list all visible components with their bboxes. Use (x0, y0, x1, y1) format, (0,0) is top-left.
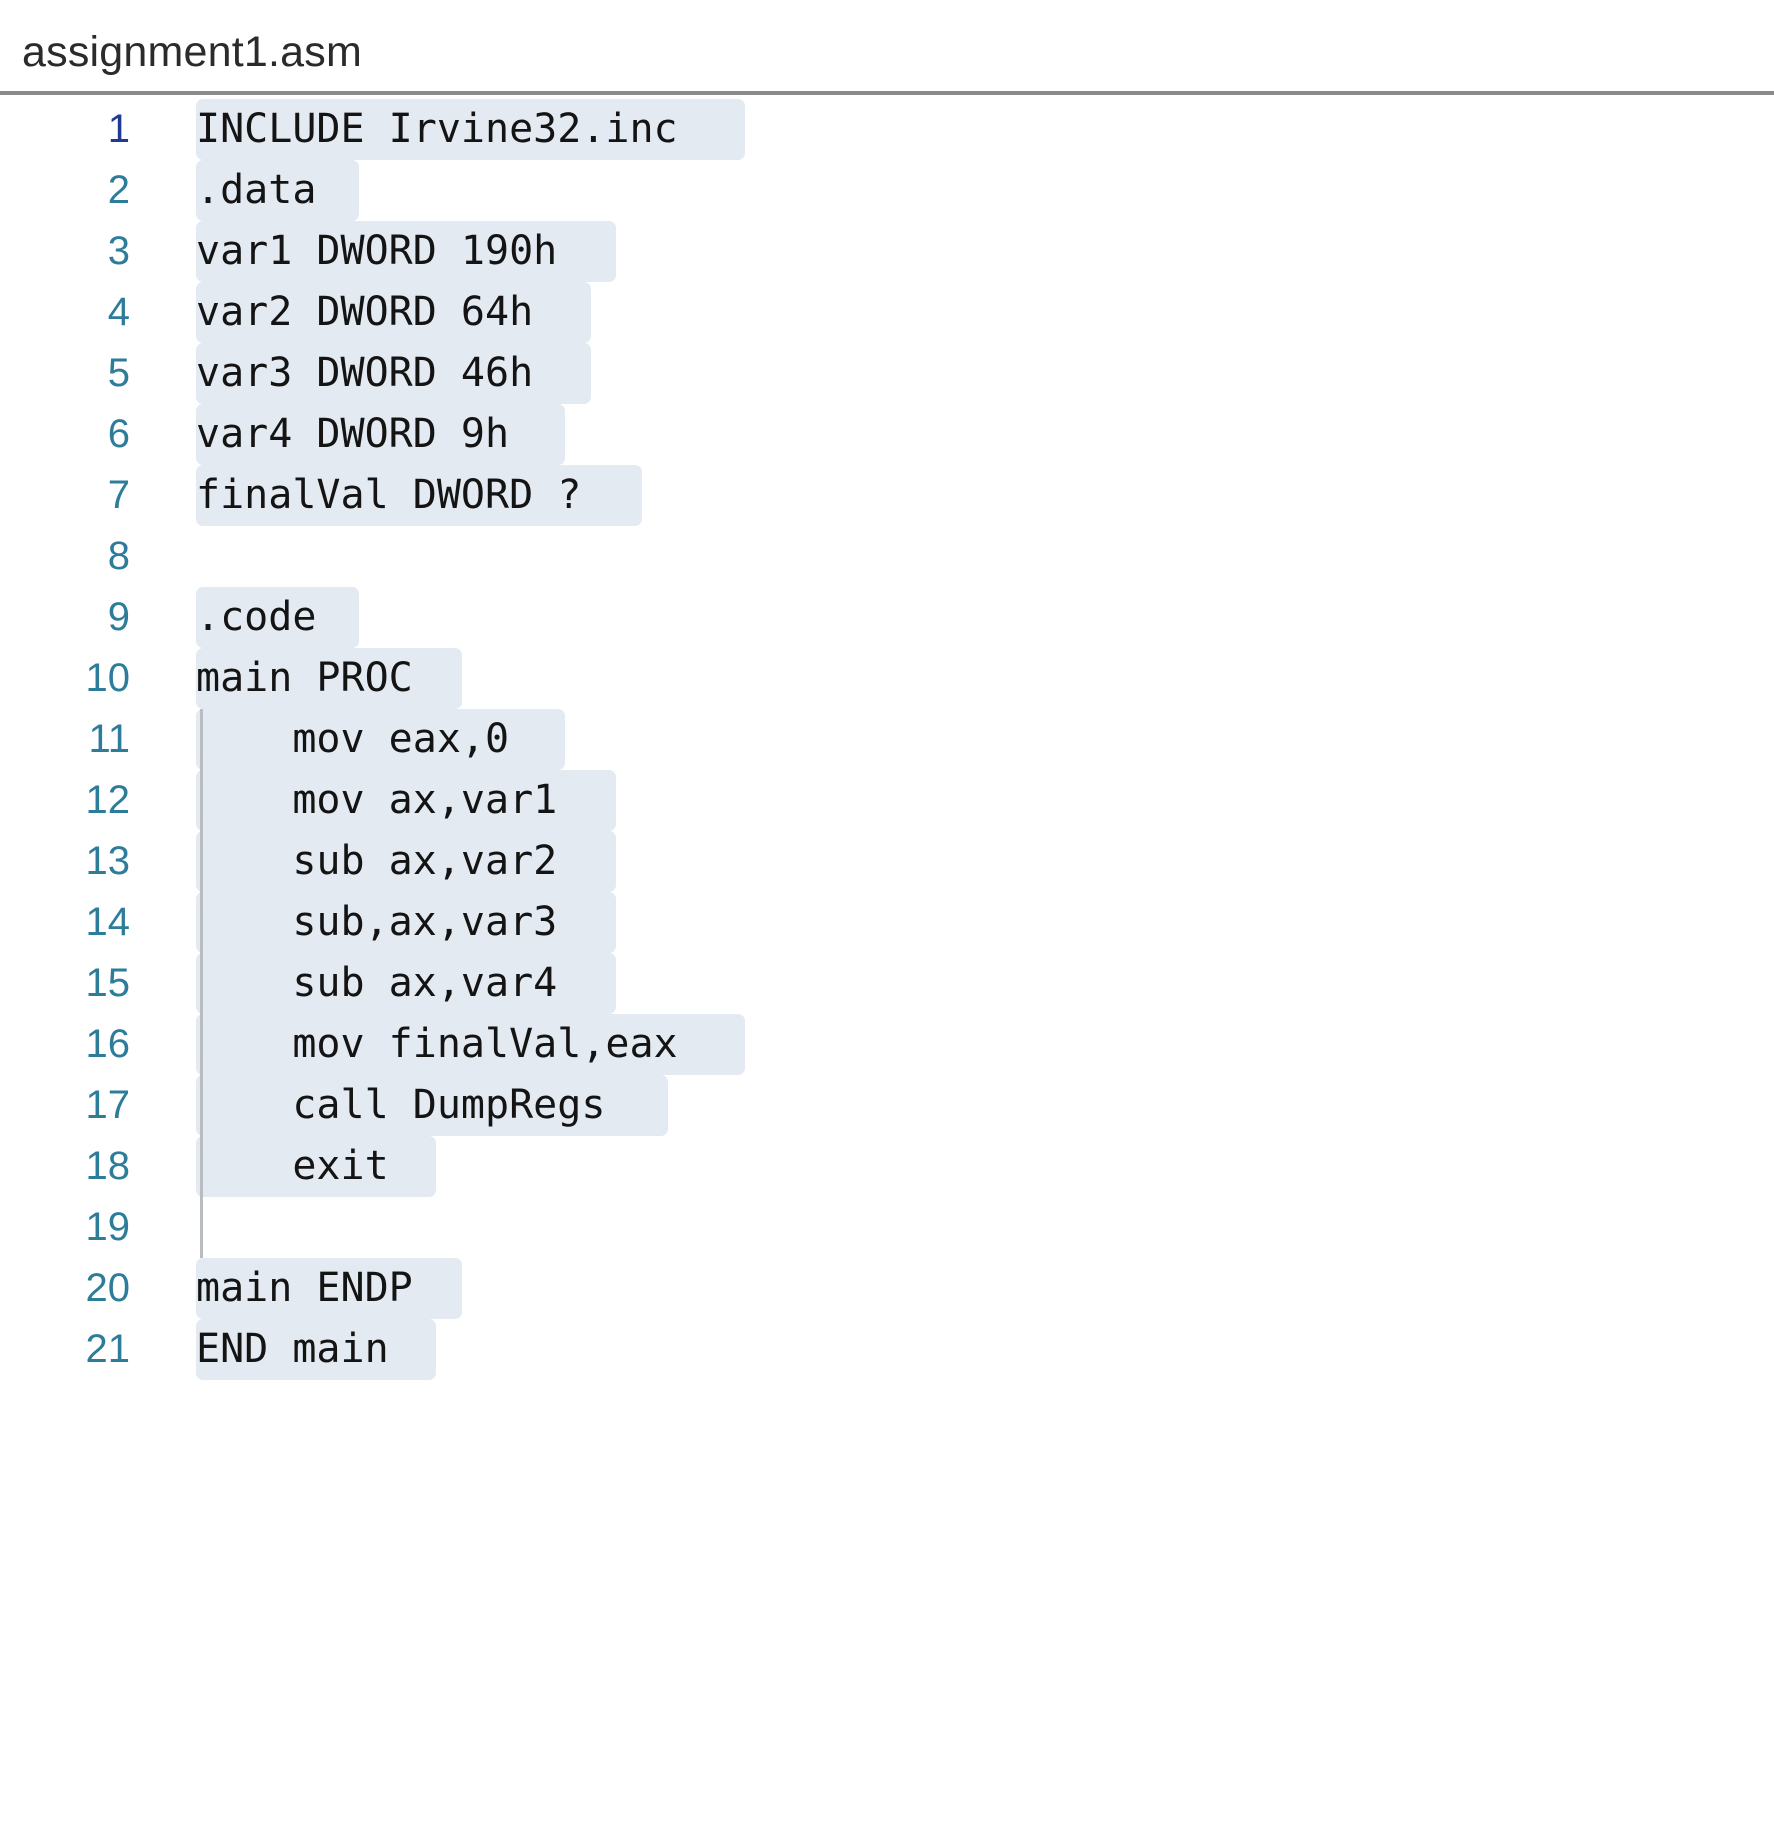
code-line[interactable]: 3 var1 DWORD 190h (0, 221, 1774, 282)
line-content[interactable]: var2 DWORD 64h (196, 282, 591, 343)
line-content[interactable]: .data (196, 160, 360, 221)
line-content[interactable]: mov ax,var1 (196, 770, 617, 831)
code-line[interactable]: 10 main PROC (0, 648, 1774, 709)
line-text: sub ax,var4 (196, 953, 617, 1014)
line-content[interactable]: finalVal DWORD ? (196, 465, 642, 526)
line-text: main ENDP (196, 1258, 462, 1319)
line-number: 6 (107, 412, 130, 456)
line-text: call DumpRegs (196, 1075, 668, 1136)
line-text: mov eax,0 (196, 709, 565, 770)
code-line[interactable]: 8 (0, 526, 1774, 587)
code-line[interactable]: 16 mov finalVal,eax (0, 1014, 1774, 1075)
line-content[interactable]: END main (196, 1319, 437, 1380)
line-text: mov finalVal,eax (196, 1014, 745, 1075)
line-number: 5 (107, 351, 130, 395)
line-number: 17 (85, 1083, 131, 1127)
code-line[interactable]: 5 var3 DWORD 46h (0, 343, 1774, 404)
line-number: 4 (107, 290, 130, 334)
line-text: var1 DWORD 190h (196, 221, 617, 282)
line-text: exit (196, 1136, 437, 1197)
line-content[interactable]: var3 DWORD 46h (196, 343, 591, 404)
line-text: var4 DWORD 9h (196, 404, 565, 465)
code-line[interactable]: 13 sub ax,var2 (0, 831, 1774, 892)
code-line[interactable]: 14 sub,ax,var3 (0, 892, 1774, 953)
line-text: main PROC (196, 648, 462, 709)
line-number: 7 (107, 473, 130, 517)
line-number: 10 (85, 656, 131, 700)
line-text: INCLUDE Irvine32.inc (196, 99, 745, 160)
line-content[interactable]: mov finalVal,eax (196, 1014, 745, 1075)
code-line[interactable]: 9 .code (0, 587, 1774, 648)
code-line[interactable]: 15 sub ax,var4 (0, 953, 1774, 1014)
line-text: var3 DWORD 46h (196, 343, 591, 404)
line-number: 11 (88, 717, 130, 761)
line-number: 13 (85, 839, 131, 883)
code-line[interactable]: 20 main ENDP (0, 1258, 1774, 1319)
line-number: 16 (85, 1022, 131, 1066)
code-line[interactable]: 17 call DumpRegs (0, 1075, 1774, 1136)
line-content[interactable]: var1 DWORD 190h (196, 221, 617, 282)
line-number: 3 (107, 229, 130, 273)
line-text: .data (196, 160, 360, 221)
code-line[interactable]: 1 INCLUDE Irvine32.inc (0, 99, 1774, 160)
line-text: .code (196, 587, 360, 648)
line-content[interactable]: var4 DWORD 9h (196, 404, 565, 465)
line-number: 15 (85, 961, 131, 1005)
indent-guide (200, 709, 203, 1258)
line-number: 19 (85, 1205, 131, 1249)
line-content[interactable]: call DumpRegs (196, 1075, 668, 1136)
line-number: 12 (85, 778, 131, 822)
line-number: 9 (107, 595, 130, 639)
line-number: 8 (107, 534, 130, 578)
line-text: END main (196, 1319, 437, 1380)
line-number: 18 (85, 1144, 131, 1188)
line-number: 14 (85, 900, 131, 944)
code-line[interactable]: 2 .data (0, 160, 1774, 221)
code-line[interactable]: 18 exit (0, 1136, 1774, 1197)
line-number: 2 (107, 168, 130, 212)
line-content[interactable]: sub ax,var2 (196, 831, 617, 892)
line-text: var2 DWORD 64h (196, 282, 591, 343)
line-content[interactable]: sub ax,var4 (196, 953, 617, 1014)
code-line[interactable]: 6 var4 DWORD 9h (0, 404, 1774, 465)
line-content[interactable]: .code (196, 587, 360, 648)
line-content[interactable]: sub,ax,var3 (196, 892, 617, 953)
line-number: 20 (85, 1266, 131, 1310)
line-content[interactable] (196, 526, 231, 587)
code-editor[interactable]: 1 INCLUDE Irvine32.inc 2 .data 3 var1 DWORD 1… (0, 99, 1774, 1845)
code-line[interactable]: 19 (0, 1197, 1774, 1258)
line-content[interactable]: INCLUDE Irvine32.inc (196, 99, 745, 160)
code-line[interactable]: 7 finalVal DWORD ? (0, 465, 1774, 526)
line-number: 21 (85, 1327, 131, 1371)
line-text: mov ax,var1 (196, 770, 617, 831)
code-line[interactable]: 12 mov ax,var1 (0, 770, 1774, 831)
code-line[interactable]: 4 var2 DWORD 64h (0, 282, 1774, 343)
line-content[interactable]: mov eax,0 (196, 709, 565, 770)
line-content[interactable]: main ENDP (196, 1258, 462, 1319)
line-text: finalVal DWORD ? (196, 465, 642, 526)
line-content[interactable]: main PROC (196, 648, 462, 709)
line-text: sub,ax,var3 (196, 892, 617, 953)
file-title: assignment1.asm (22, 28, 362, 76)
line-number: 1 (107, 107, 130, 151)
file-header: assignment1.asm (0, 0, 1774, 95)
line-text: sub ax,var2 (196, 831, 617, 892)
code-line[interactable]: 21 END main (0, 1319, 1774, 1380)
code-line[interactable]: 11 mov eax,0 (0, 709, 1774, 770)
code-line-list: 1 INCLUDE Irvine32.inc 2 .data 3 var1 DWORD 1… (0, 99, 1774, 1380)
line-content[interactable]: exit (196, 1136, 437, 1197)
